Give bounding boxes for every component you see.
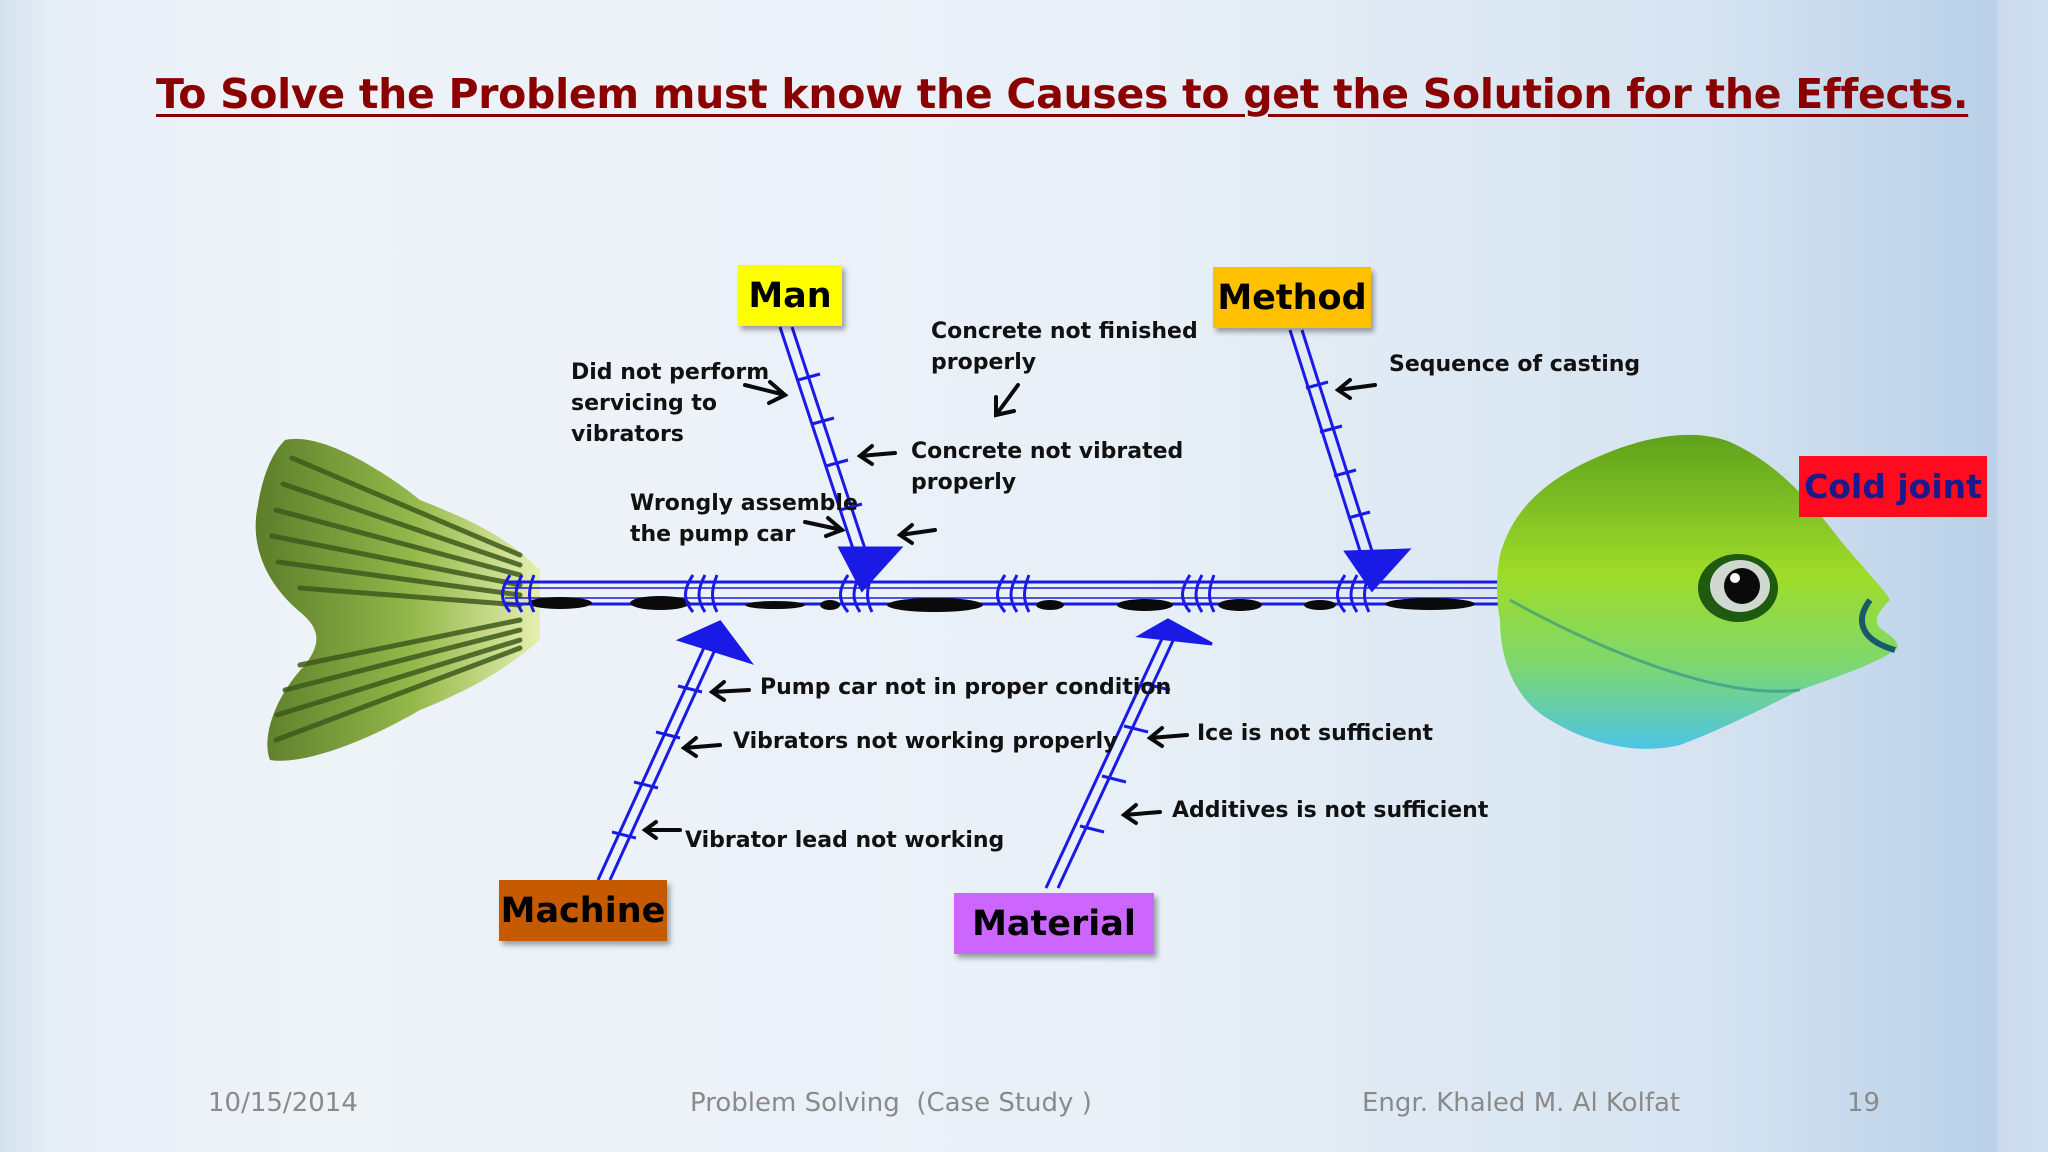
- fish-tail-icon: [255, 438, 540, 761]
- cause-material-ice: Ice is not sufficient: [1197, 721, 1434, 746]
- bone-method: [1288, 329, 1412, 593]
- cause-material-additives: Additives is not sufficient: [1172, 798, 1489, 823]
- category-method: Method: [1213, 267, 1371, 328]
- category-material: Material: [954, 893, 1154, 954]
- cause-man-vibration: Concrete not vibrated properly: [911, 439, 1184, 495]
- cause-machine-vibrator-lead: Vibrator lead not working: [685, 828, 1005, 853]
- footer-title: Problem Solving (Case Study ): [690, 1088, 1092, 1118]
- category-man: Man: [738, 265, 842, 326]
- bone-machine: [596, 620, 754, 881]
- cause-man-finishing: Concrete not finished properly: [931, 319, 1198, 375]
- fish-head-icon: [1497, 434, 1898, 749]
- fish-spine: [501, 574, 1505, 613]
- footer-date: 10/15/2014: [208, 1088, 358, 1118]
- cause-man-pump-car: Wrongly assemble the pump car: [630, 491, 858, 547]
- cause-man-servicing: Did not perform servicing to vibrators: [571, 360, 770, 447]
- slide-title: To Solve the Problem must know the Cause…: [156, 70, 1969, 118]
- cause-machine-pump-car: Pump car not in proper condition: [760, 675, 1172, 700]
- cause-machine-vibrators: Vibrators not working properly: [733, 729, 1118, 754]
- bone-material: [1044, 618, 1213, 889]
- bone-man: [778, 326, 904, 593]
- effect-box: Cold joint: [1799, 456, 1987, 517]
- footer-author: Engr. Khaled M. Al Kolfat: [1362, 1088, 1681, 1118]
- category-machine: Machine: [499, 880, 667, 941]
- cause-method-sequence: Sequence of casting: [1389, 352, 1641, 377]
- footer-page-number: 19: [1847, 1088, 1881, 1118]
- cause-arrows: [641, 378, 1377, 840]
